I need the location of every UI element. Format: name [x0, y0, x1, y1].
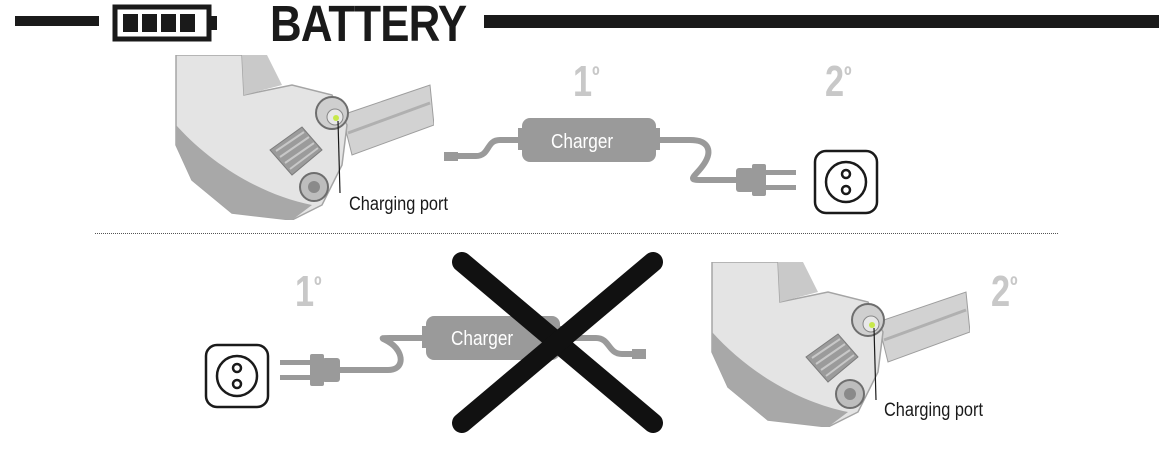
- section-divider: [95, 233, 1058, 234]
- x-mark-icon: [452, 252, 663, 433]
- step-number-first-incorrect: 1º: [295, 267, 322, 316]
- step-number-second-incorrect: 2º: [991, 267, 1018, 316]
- header-rule-left: [15, 16, 99, 26]
- bike-frame-charging-port-illustration: [175, 55, 434, 220]
- battery-full-icon: [112, 4, 217, 42]
- charging-port-label: Charging port: [884, 400, 984, 421]
- step-number-first: 1º: [573, 57, 600, 106]
- charger-label: Charger: [551, 131, 614, 153]
- page-title: BATTERY: [270, 0, 467, 52]
- charger-cable-illustration: [444, 118, 796, 196]
- wall-outlet-icon: [813, 149, 879, 215]
- step-number-second: 2º: [825, 57, 852, 106]
- bike-frame-charging-port-illustration: [711, 262, 970, 427]
- header-rule-right: [484, 15, 1159, 28]
- wall-outlet-icon: [204, 343, 270, 409]
- charging-port-label: Charging port: [349, 194, 449, 215]
- charger-label: Charger: [451, 328, 514, 350]
